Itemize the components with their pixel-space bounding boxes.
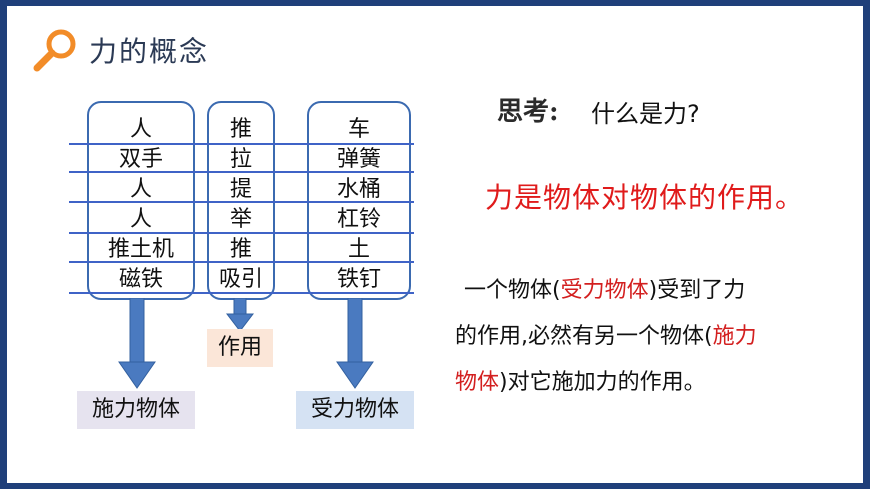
exerting-object-label: 施力物体 — [77, 391, 195, 429]
divider-line — [69, 261, 414, 263]
table-cell: 人 — [129, 207, 152, 232]
table-cell: 土 — [347, 237, 370, 262]
table-cell: 提 — [229, 177, 252, 202]
table-cell: 人 — [129, 177, 152, 202]
table-cell: 吸引 — [218, 267, 263, 292]
explanation-line-2: 的作用,必然有另一个物体(施力 — [455, 314, 757, 360]
arrow-down-icon — [118, 298, 156, 389]
table-cell: 拉 — [229, 147, 252, 172]
think-label: 思考: — [497, 97, 559, 127]
force-definition: 力是物体对物体的作用。 — [485, 181, 805, 214]
table-cell: 双手 — [118, 147, 163, 172]
divider-line — [69, 232, 414, 234]
table-cell: 车 — [347, 117, 370, 142]
highlight-text: 施力 — [712, 324, 757, 349]
explanation-text: )对它施加力的作用。 — [499, 370, 706, 395]
highlight-text: 物体 — [455, 370, 500, 395]
table-cell: 推土机 — [107, 237, 174, 262]
table-cell: 杠铃 — [336, 207, 381, 232]
divider-line — [69, 201, 414, 203]
table-cell: 推 — [229, 237, 252, 262]
page-title: 力的概念 — [89, 35, 210, 68]
divider-line — [69, 171, 414, 173]
think-question: 什么是力? — [591, 100, 700, 128]
arrow-down-icon — [226, 298, 254, 332]
table-cell: 推 — [229, 117, 252, 142]
divider-line — [69, 292, 414, 294]
receiving-object-label: 受力物体 — [296, 391, 414, 429]
explanation-text: 一个物体( — [464, 278, 561, 303]
slide: 力的概念 人 双手 人 人 推土机 磁铁 推 拉 提 举 推 吸引 车 弹簧 水… — [7, 6, 863, 483]
column-objects: 车 弹簧 水桶 杠铃 土 铁钉 — [307, 101, 411, 300]
explanation-text: )受到了力 — [648, 278, 746, 303]
explanation-line-1: 一个物体(受力物体)受到了力 — [464, 268, 745, 314]
column-actions: 推 拉 提 举 推 吸引 — [207, 101, 275, 300]
explanation-text: 的作用,必然有另一个物体( — [455, 324, 713, 349]
table-cell: 弹簧 — [336, 147, 381, 172]
table-cell: 人 — [129, 117, 152, 142]
arrow-down-icon — [336, 298, 374, 389]
table-cell: 举 — [229, 207, 252, 232]
search-icon — [29, 26, 81, 78]
highlight-text: 受力物体 — [560, 278, 649, 303]
divider-line — [69, 143, 414, 145]
explanation-line-3: 物体)对它施加力的作用。 — [455, 360, 706, 406]
table-cell: 水桶 — [336, 177, 381, 202]
table-cell: 铁钉 — [336, 267, 381, 292]
table-cell: 磁铁 — [118, 267, 163, 292]
action-label: 作用 — [207, 329, 273, 367]
